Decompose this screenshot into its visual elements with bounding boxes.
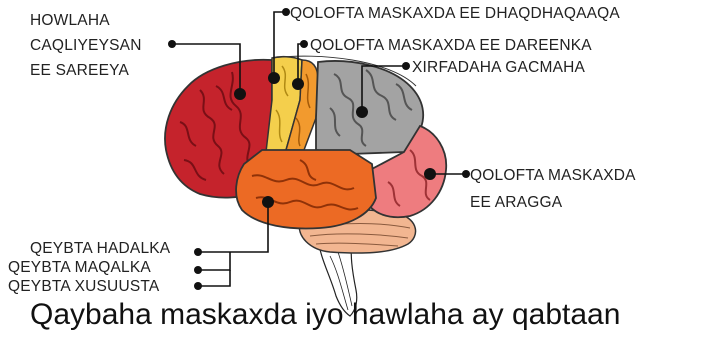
label-speech: QEYBTA HADALKA	[30, 241, 170, 257]
label-visual-cortex-line2: EE ARAGGA	[470, 195, 562, 211]
temporal-lobe	[236, 150, 376, 228]
label-comprehension: QEYBTA MAQALKA	[8, 260, 151, 276]
label-motor-planning-line2: CAQLIYEYSAN	[30, 38, 142, 54]
label-motor-skills: XIRFADAHA GACMAHA	[412, 60, 585, 76]
label-sensory-cortex: QOLOFTA MASKAXDA EE DAREENKA	[310, 38, 592, 54]
label-behavior-cortex: QOLOFTA MASKAXDA EE DHAQDHAQAAQA	[290, 6, 620, 22]
label-visual-cortex-line1: QOLOFTA MASKAXDA	[470, 168, 636, 184]
label-motor-planning-line1: HOWLAHA	[30, 13, 110, 29]
label-motor-planning-line3: EE SAREEYA	[30, 63, 129, 79]
caption: Qaybaha maskaxda iyo hawlaha ay qabtaan	[30, 300, 720, 340]
label-memory: QEYBTA XUSUUSTA	[8, 279, 159, 295]
